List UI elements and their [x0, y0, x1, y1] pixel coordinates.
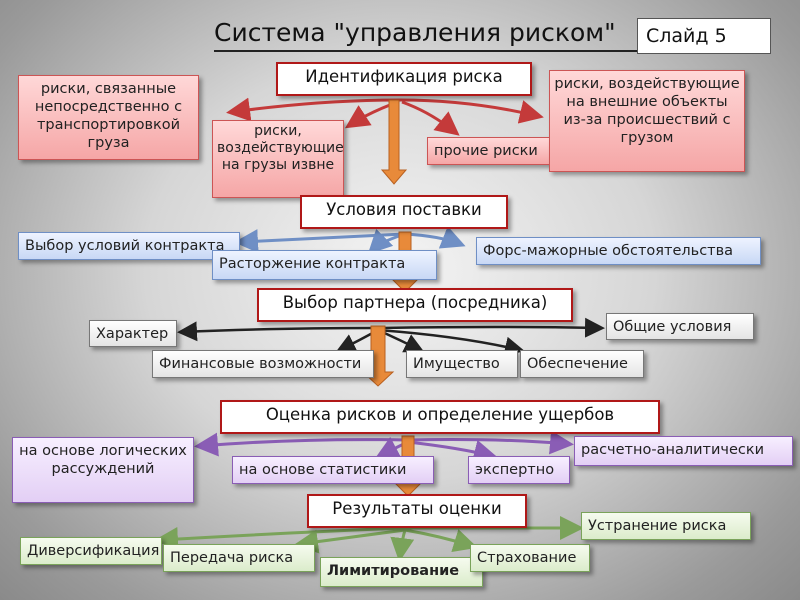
- assessment-logic-box: на основе логических рассуждений: [12, 437, 194, 503]
- arrow-partner-far-right: [377, 328, 525, 357]
- arrow-results-mid-right: [404, 528, 478, 553]
- arrow-ident-mid-right: [401, 100, 460, 136]
- risk-external-box: риски, воздействующие на грузы извне: [212, 120, 344, 198]
- assessment-statistics-box: на основе статистики: [232, 456, 434, 484]
- partner-property-box: Имущество: [406, 350, 518, 378]
- risk-other-box: прочие риски: [427, 137, 553, 165]
- arrow-assess-right: [407, 430, 574, 455]
- arrow-assess-mid-right: [407, 439, 498, 464]
- arrow-partner-right: [377, 317, 605, 338]
- main-arrow-1: [380, 99, 408, 185]
- delivery-heading: Условия поставки: [300, 195, 508, 229]
- arrow-results-mid-left: [294, 528, 406, 554]
- risk-transport-box: риски, связанные непосредственно с транс…: [18, 75, 199, 160]
- arrow-delivery-right: [404, 226, 466, 249]
- assessment-expert-box: экспертно: [468, 456, 570, 484]
- arrow-results-left: [154, 526, 406, 551]
- arrow-delivery-left: [234, 229, 406, 254]
- partner-general-terms-box: Общие условия: [606, 313, 754, 340]
- result-limiting-box: Лимитирование: [320, 557, 483, 587]
- arrow-results-mid: [390, 529, 415, 562]
- assessment-analytic-box: расчетно-аналитически: [574, 436, 793, 466]
- slide-number-badge: Слайд 5: [637, 18, 771, 54]
- partner-heading: Выбор партнера (посредника): [257, 288, 573, 322]
- result-risk-transfer-box: Передача риска: [163, 544, 315, 572]
- arrow-assess-left: [194, 432, 409, 457]
- risk-external-objects-box: риски, воздействующие на внешние объекты…: [549, 70, 745, 172]
- arrow-ident-left: [226, 97, 401, 122]
- result-risk-elimination-box: Устранение риска: [581, 512, 751, 540]
- arrow-ident-right: [399, 98, 544, 124]
- identification-heading: Идентификация риска: [276, 62, 532, 96]
- delivery-contract-choice-box: Выбор условий контракта: [18, 232, 240, 260]
- results-heading: Результаты оценки: [307, 494, 527, 528]
- result-diversification-box: Диверсификация: [20, 537, 162, 565]
- assessment-heading: Оценка рисков и определение ущербов: [220, 400, 660, 434]
- partner-financial-box: Финансовые возможности: [152, 350, 374, 378]
- partner-character-box: Характер: [89, 320, 177, 347]
- title-underline: [214, 50, 640, 52]
- page-title: Система "управления риском": [214, 18, 616, 47]
- delivery-termination-box: Расторжение контракта: [212, 250, 437, 280]
- result-insurance-box: Страхование: [470, 544, 590, 572]
- partner-security-box: Обеспечение: [520, 350, 644, 378]
- arrow-partner-left: [177, 321, 379, 342]
- delivery-force-majeure-box: Форс-мажорные обстоятельства: [476, 237, 761, 265]
